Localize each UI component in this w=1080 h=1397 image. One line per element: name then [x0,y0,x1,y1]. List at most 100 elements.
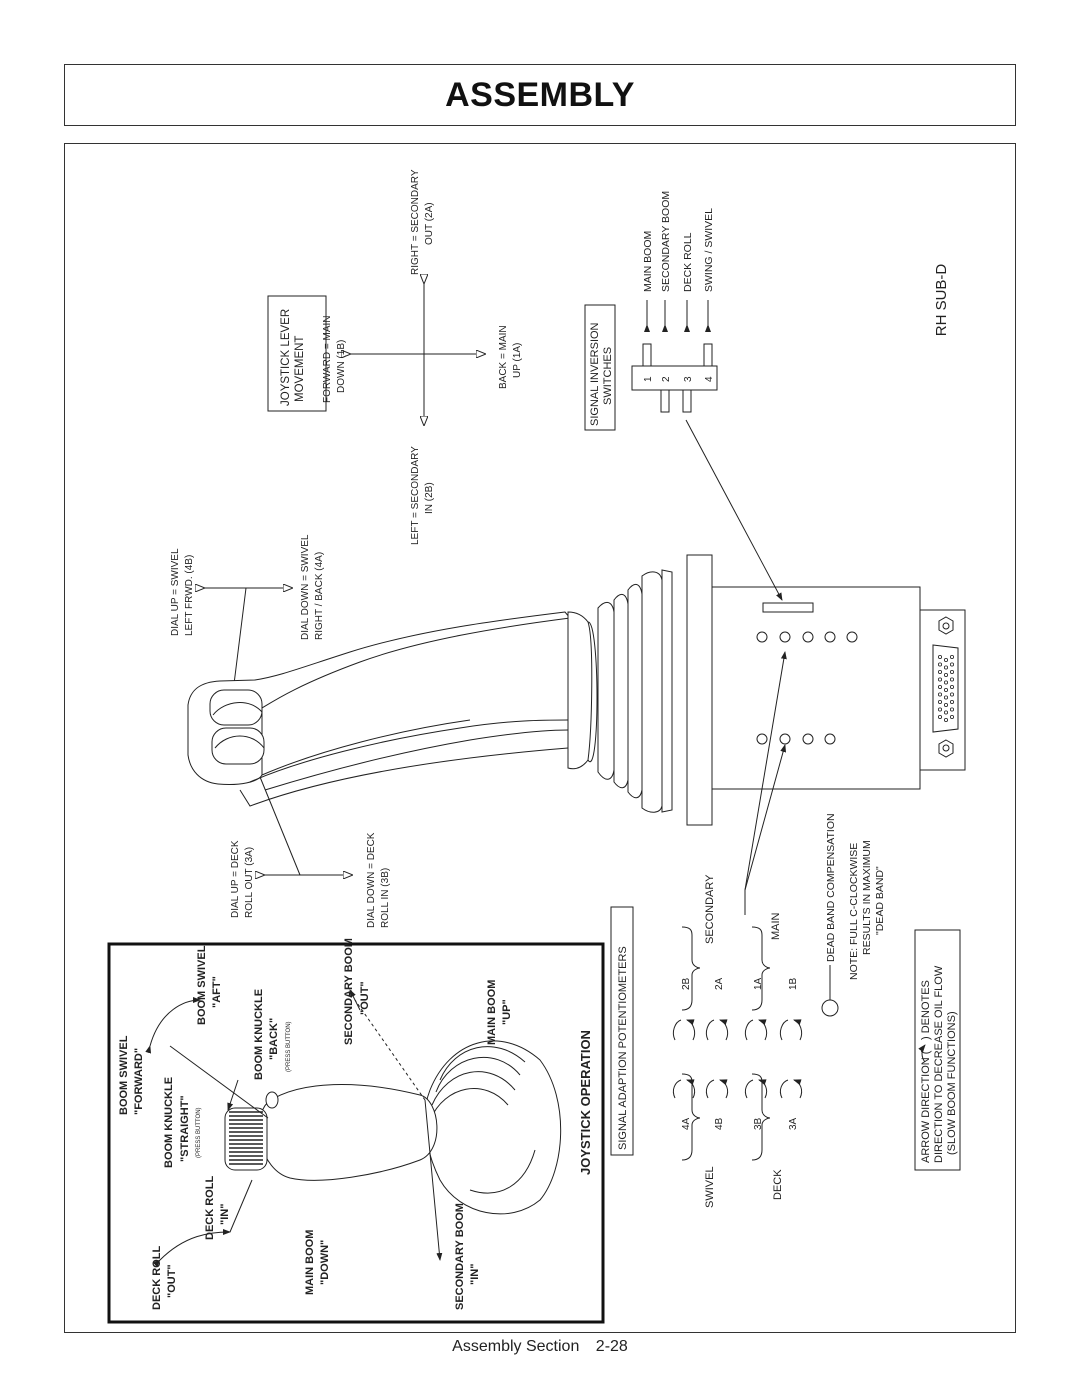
arrow-note-box [914,929,961,1171]
deck-brace [751,1073,771,1161]
arrow-note-line2: DIRECTION TO DECREASE OIL FLOW [933,965,945,1163]
deck-dial-leader [257,771,301,876]
mounting-plate [686,554,713,826]
sub-d-pin [938,662,943,667]
pot-arc [705,1079,715,1099]
sub-d-pin [944,673,949,678]
sub-d-pin [938,685,943,690]
op-main-down-2: "DOWN" [319,1240,331,1285]
pot-label: 4A [681,1117,692,1130]
pot-arc [744,1079,754,1099]
op-ring-4 [429,1088,509,1121]
main-brace [751,926,771,1011]
inversion-title-1: SIGNAL INVERSION [589,322,601,426]
pot-arc [744,1019,754,1041]
switch-number: 3 [683,376,694,382]
sub-d-pin [938,677,943,682]
pot-label: 3A [788,1117,799,1130]
grip-base-edge [239,747,569,807]
sub-d-pin [944,710,949,715]
op-secondary-out-2: "OUT" [359,981,371,1015]
deck-dial-down-2: ROLL IN (3B) [380,868,391,928]
pot-access-hole [846,631,858,643]
swivel-group-label: SWIVEL [704,1166,716,1208]
page-footer: Assembly Section 2-28 [0,1338,1080,1356]
pot-access-hole [756,733,768,745]
boot-ring-3 [627,584,643,799]
secondary-group-label: SECONDARY [704,874,716,944]
sub-d-pin [944,658,949,663]
inversion-switch-window [762,602,814,613]
sub-d-pins [938,655,955,723]
sub-d-pin [950,670,955,675]
op-swivel-aft-2: "AFT" [211,976,223,1008]
op-ring-5 [469,1149,536,1194]
inversion-title-2: SWITCHES [602,347,614,405]
op-knuckle-arrow [227,1079,239,1111]
sub-d-pin [938,692,943,697]
pot-label: 1A [753,977,764,990]
dead-band-label: DEAD BAND COMPENSATION [825,813,837,962]
dead-band-note-2: RESULTS IN MAXIMUM [861,840,873,955]
switch-number: 4 [704,376,715,382]
pot-arc [705,1019,715,1041]
sub-d-pin [938,700,943,705]
grip-contour-2 [264,729,569,791]
controller-body [711,586,921,790]
lever-title-box [267,295,327,412]
dead-band-note-1: NOTE: FULL C-CLOCKWISE [848,843,860,980]
op-knurl [229,1111,263,1165]
op-main-up-1: MAIN BOOM [486,980,498,1045]
sub-d-pin [938,707,943,712]
sub-d-pin [938,670,943,675]
arrow-note-line1b: ) DENOTES [920,980,932,1040]
collar-curve [587,621,598,763]
sub-d-pin [944,688,949,693]
lever-back-1: BACK = MAIN [498,325,509,389]
op-knuckle-straight-2: "STRAIGHT" [179,1095,191,1162]
deck-dial-curve [214,735,265,749]
lever-left-1: LEFT = SECONDARY [410,446,421,545]
switch-number: 1 [643,376,654,382]
swivel-dial-up-2: LEFT FRWD. (4B) [184,555,195,636]
leader-top-hole [744,651,787,891]
sub-d-pin [950,715,955,720]
op-knuckle-back-2: "BACK" [268,1018,280,1060]
pot-access-hole [802,733,814,745]
grip-lower-edge [249,719,569,783]
switch-function-label: SWING / SWIVEL [703,208,715,292]
swivel-dial-curve [212,702,263,716]
op-axis-in [424,1099,443,1261]
sub-d-pin [950,662,955,667]
potentiometer-holes [756,631,858,745]
op-swivel-fwd-1: BOOM SWIVEL [118,1035,130,1115]
sub-d-nut-top-hole [942,622,950,630]
op-base [424,1040,562,1215]
deck-dial [211,727,265,765]
sub-d-pin [944,718,949,723]
pot-access-hole [779,631,791,643]
pot-access-hole [779,733,791,745]
op-swivel-fwd-2: "FORWARD" [133,1048,145,1115]
op-knuckle-straight-1: BOOM KNUCKLE [163,1077,175,1168]
deck-group-label: DECK [772,1169,784,1200]
pot-title: SIGNAL ADAPTION POTENTIOMETERS [617,946,629,1150]
op-deck-out-2: "OUT" [166,1264,178,1298]
joystick-lever-movement: JOYSTICK LEVER MOVEMENT FORWARD = MAIN D… [267,169,523,545]
lever-left-2: IN (2B) [424,482,435,514]
switch-block [631,365,718,391]
op-swivel-arc [145,997,201,1054]
dead-band-pot [821,999,839,1017]
main-group-label: MAIN [770,912,782,940]
lever-forward-2: DOWN (1B) [336,340,347,393]
sub-d-pin [950,700,955,705]
pot-arc-arrow [758,1079,768,1099]
pot-arc-arrow [686,1079,696,1099]
pot-arc [672,1079,682,1099]
footer-section: Assembly Section [452,1338,580,1355]
pot-access-hole [756,631,768,643]
swivel-dial-down-2: RIGHT / BACK (4A) [314,552,325,640]
